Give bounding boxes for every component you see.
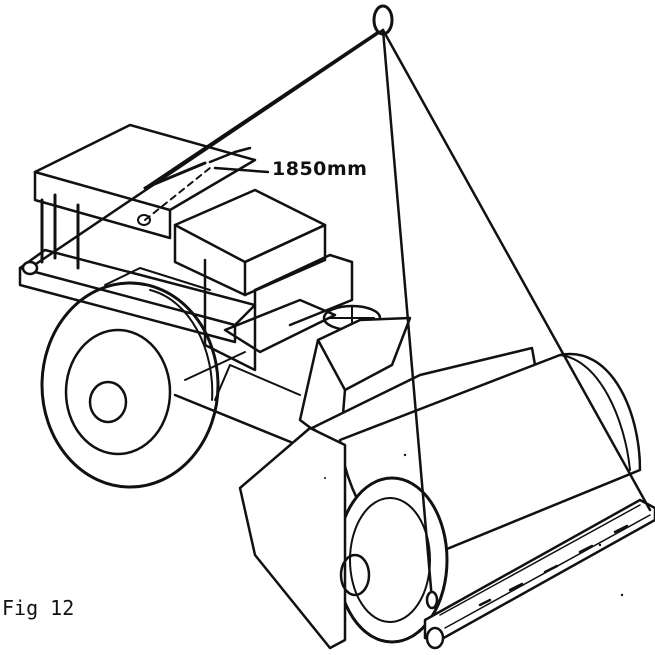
lifting-slings: [21, 4, 652, 610]
print-specks: [324, 453, 624, 597]
figure-caption: Fig 12: [2, 596, 75, 620]
dimension-leader: [213, 166, 270, 174]
front-drum: [238, 346, 655, 650]
sling-length-label: 1850mm: [272, 158, 368, 180]
rear-wheel: [40, 281, 220, 489]
roller-body: [18, 123, 412, 462]
